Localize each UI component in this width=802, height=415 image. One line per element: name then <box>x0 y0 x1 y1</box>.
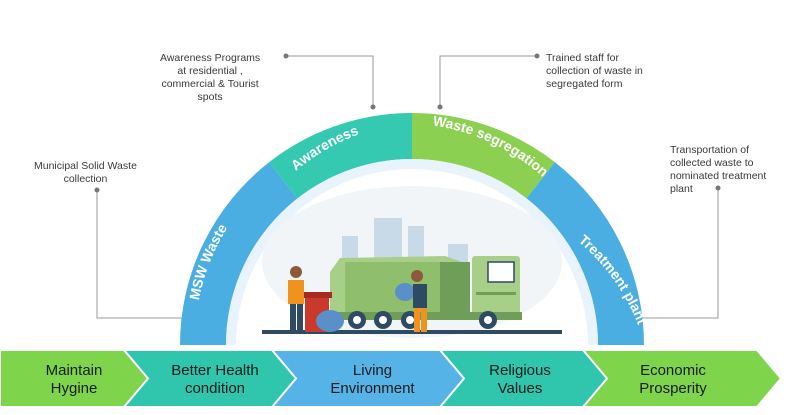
connector-msw <box>96 190 196 319</box>
note-awareness: Awareness Programs at residential , comm… <box>160 52 261 103</box>
connector-treatment <box>628 188 719 319</box>
connector-segregation <box>439 55 537 107</box>
connector-lines <box>94 53 721 319</box>
note-msw: Municipal Solid Waste collection <box>34 160 137 185</box>
outcome-arrows <box>0 349 783 408</box>
arc-segment-msw <box>180 162 298 345</box>
garbage-truck-illustration <box>262 186 562 338</box>
connector-awareness <box>286 55 374 107</box>
process-arc <box>180 113 644 345</box>
arc-segment-segregation <box>412 113 555 199</box>
worker-right-icon <box>395 270 427 332</box>
note-segregation: Trained staff for collection of waste in… <box>546 52 643 90</box>
outcome-arrow-prosperity <box>580 349 783 408</box>
arc-segment-awareness <box>269 113 412 199</box>
arc-segment-treatment <box>526 162 644 345</box>
garbage-bin-icon <box>302 292 344 332</box>
note-treatment: Transportation of collected waste to nom… <box>670 144 767 195</box>
worker-left-icon <box>288 266 304 330</box>
